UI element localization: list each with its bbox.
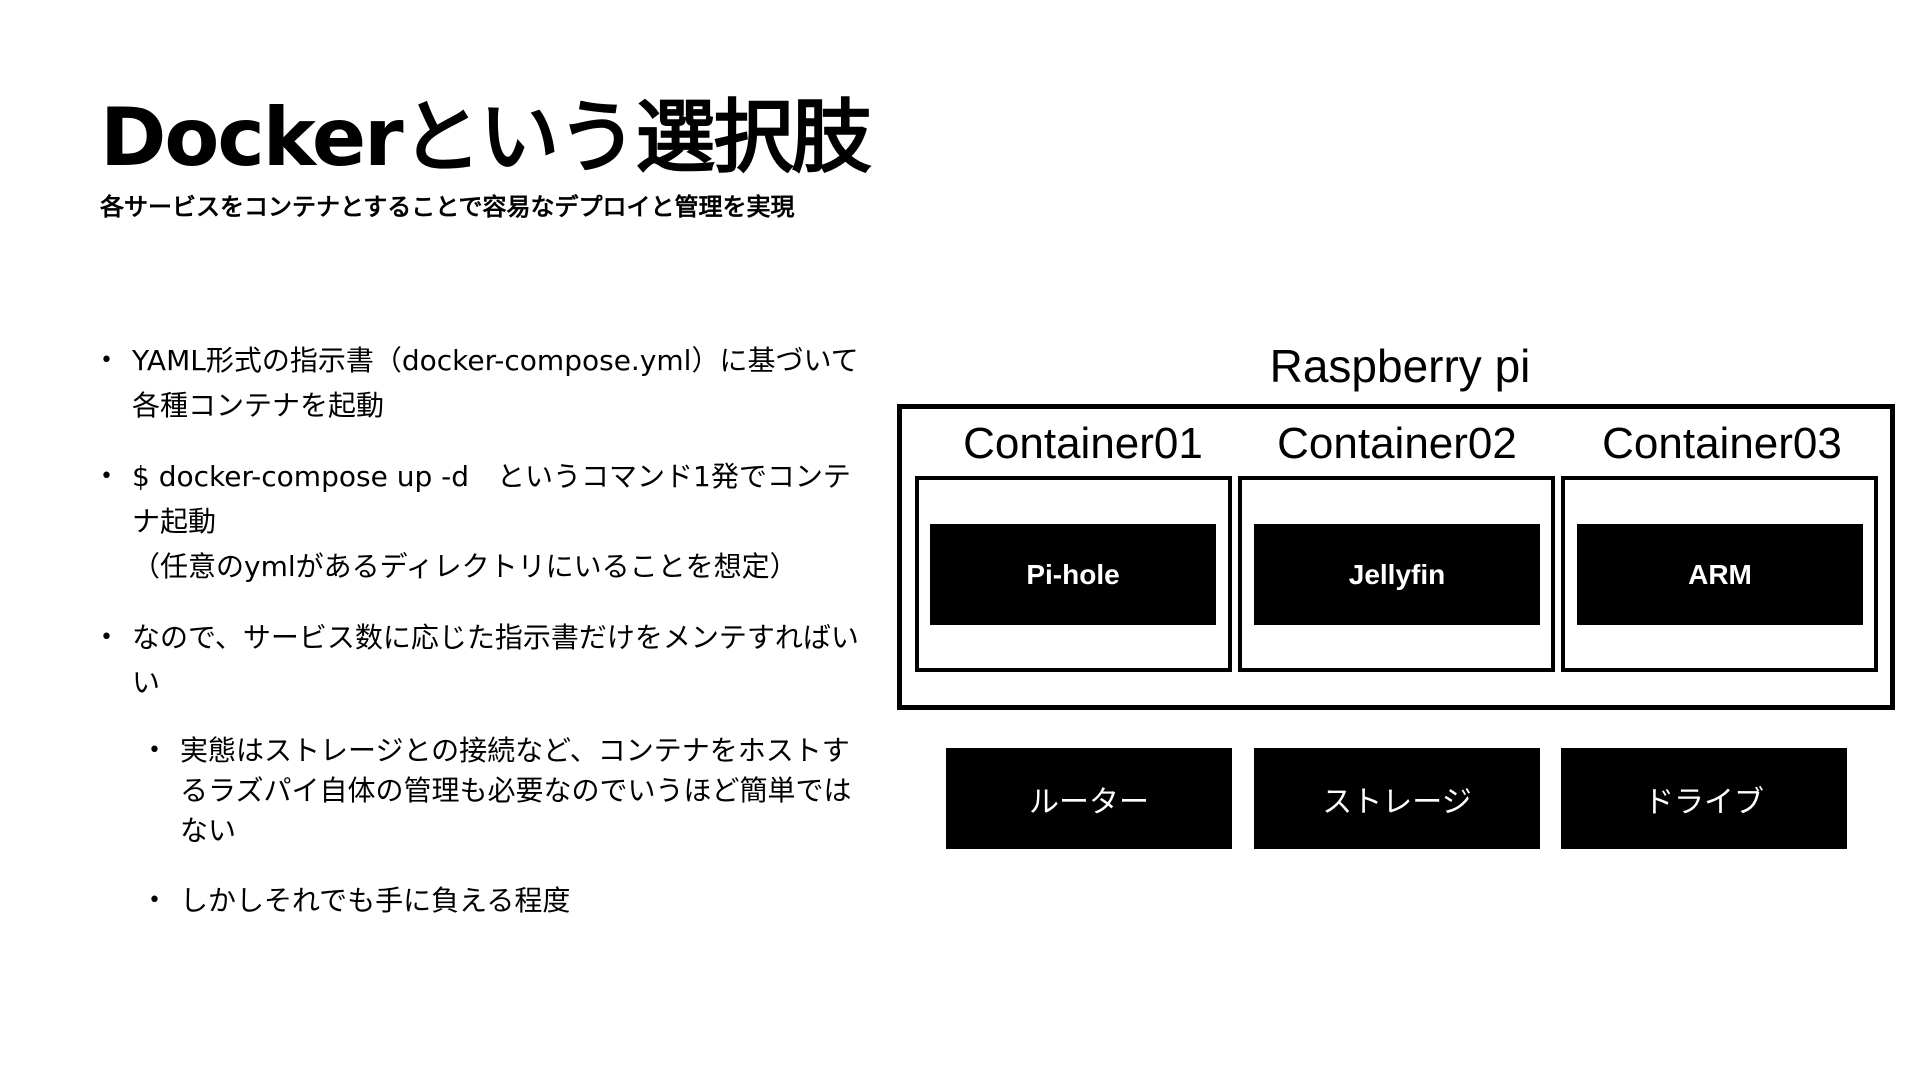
sub-bullet-item: しかしそれでも手に負える程度	[148, 881, 870, 921]
sub-bullet-text: しかしそれでも手に負える程度	[180, 884, 571, 917]
container-label-2: Container02	[1277, 419, 1517, 468]
container-box-1	[915, 476, 1232, 672]
bullet-text: YAML形式の指示書（docker-compose.yml）に基づいて各種コンテ…	[132, 344, 859, 422]
hardware-drive: ドライブ	[1561, 748, 1847, 849]
bullet-item: なので、サービス数に応じた指示書だけをメンテすればいい	[100, 615, 870, 705]
container-box-2	[1238, 476, 1555, 672]
app-jellyfin: Jellyfin	[1254, 524, 1540, 625]
bullet-item: YAML形式の指示書（docker-compose.yml）に基づいて各種コンテ…	[100, 338, 870, 428]
sub-bullet-item: 実態はストレージとの接続など、コンテナをホストするラズパイ自体の管理も必要なので…	[148, 731, 870, 851]
bullet-text: なので、サービス数に応じた指示書だけをメンテすればいい	[132, 621, 859, 699]
bullet-text: $ docker-compose up -d というコマンド1発でコンテナ起動	[132, 460, 851, 538]
container-label-3: Container03	[1602, 419, 1842, 468]
raspberry-pi-box	[897, 404, 1895, 710]
container-box-3	[1561, 476, 1878, 672]
app-pihole: Pi-hole	[930, 524, 1216, 625]
hardware-router: ルーター	[946, 748, 1232, 849]
bullet-item: $ docker-compose up -d というコマンド1発でコンテナ起動 …	[100, 454, 870, 589]
slide-subtitle: 各サービスをコンテナとすることで容易なデプロイと管理を実現	[100, 193, 795, 221]
bullet-note: （任意のymlがあるディレクトリにいることを想定）	[132, 550, 798, 583]
app-arm: ARM	[1577, 524, 1863, 625]
raspberry-pi-label: Raspberry pi	[1269, 340, 1531, 392]
bullet-list: YAML形式の指示書（docker-compose.yml）に基づいて各種コンテ…	[100, 338, 870, 921]
hardware-storage: ストレージ	[1254, 748, 1540, 849]
sub-bullet-text: 実態はストレージとの接続など、コンテナをホストするラズパイ自体の管理も必要なので…	[180, 734, 852, 847]
container-label-1: Container01	[963, 419, 1203, 468]
slide-title: Dockerという選択肢	[100, 91, 872, 184]
